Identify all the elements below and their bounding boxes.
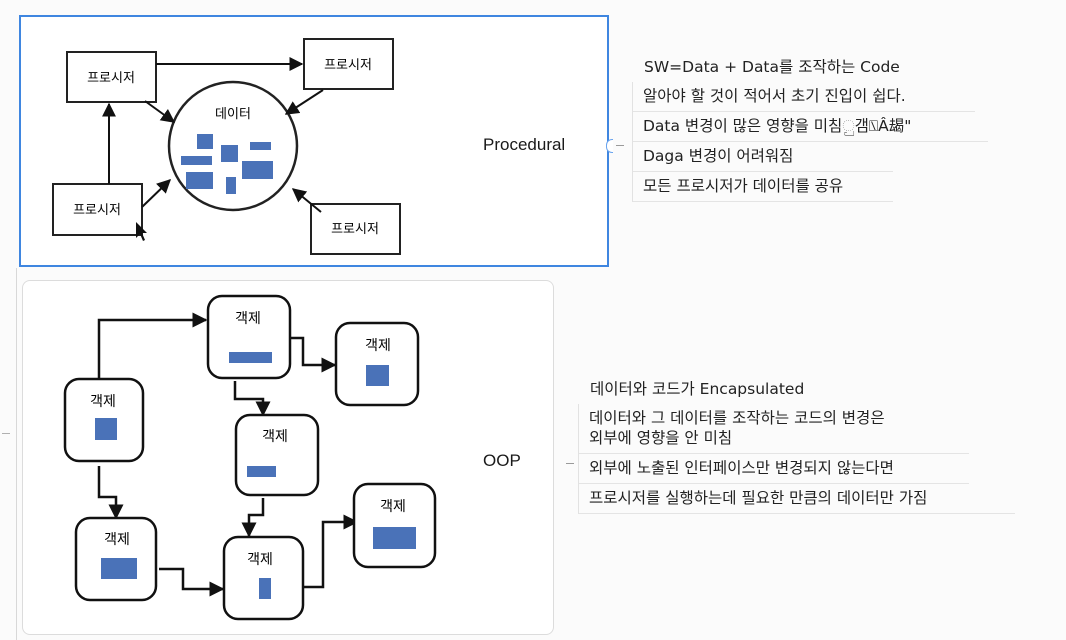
note-item[interactable]: 외부에 노출된 인터페이스만 변경되지 않는다면	[579, 454, 969, 484]
object-label: 객제	[90, 394, 116, 410]
topic-oop[interactable]: OOP	[483, 451, 521, 470]
object-box: 객제	[206, 294, 292, 380]
data-block	[250, 142, 271, 150]
arrow	[291, 188, 322, 213]
data-block	[366, 365, 389, 386]
procedure-label: 프로시저	[324, 58, 372, 73]
arrow	[241, 498, 265, 538]
object-label: 객제	[104, 532, 130, 548]
object-label: 객제	[247, 552, 273, 568]
object-label: 객제	[235, 311, 261, 327]
arrow	[233, 381, 271, 417]
object-box: 객제	[352, 482, 437, 569]
data-block	[226, 177, 236, 194]
note-header[interactable]: SW=Data + Data를 조작하는 Code	[644, 58, 900, 76]
data-block	[95, 418, 117, 440]
procedure-box: 프로시저	[303, 38, 394, 90]
oop-diagram-image[interactable]: 객제 객제 객제 객제 객제 객제 객제	[22, 280, 554, 635]
procedure-label: 프로시저	[331, 222, 379, 237]
procedure-box: 프로시저	[310, 203, 401, 255]
data-block	[247, 466, 276, 477]
data-block	[181, 156, 212, 165]
connector-line	[566, 463, 574, 464]
procedural-diagram: 데이터 프로시저 프로시저 프로시저 프로시저	[52, 38, 401, 255]
note-item[interactable]: Daga 변경이 어려워짐	[633, 142, 893, 172]
topic-procedural[interactable]: Procedural	[483, 135, 566, 154]
note-item[interactable]: 알아야 할 것이 적어서 초기 진입이 쉽다.	[633, 82, 975, 112]
collapse-handle[interactable]	[606, 139, 613, 153]
outline-branch-tick	[2, 433, 10, 434]
arrow	[97, 312, 208, 379]
object-box: 객제	[222, 535, 305, 621]
procedural-notes: SW=Data + Data를 조작하는 Code 알아야 할 것이 적어서 초…	[632, 53, 988, 202]
object-box: 객제	[63, 377, 145, 463]
object-label: 객제	[380, 499, 406, 515]
oop-diagram: 객제 객제 객제 객제 객제 객제 객제	[63, 294, 437, 621]
data-block	[259, 578, 271, 599]
note-item[interactable]: 프로시저를 실행하는데 필요한 만큼의 데이터만 가짐	[579, 484, 1015, 514]
object-label: 객제	[262, 429, 288, 445]
arrow	[159, 567, 225, 597]
data-blocks	[181, 134, 273, 194]
note-items: 알아야 할 것이 적어서 초기 진입이 쉽다. Data 변경이 많은 영향을 …	[632, 82, 988, 202]
data-block	[229, 352, 272, 363]
data-block	[197, 134, 213, 149]
procedural-diagram-image[interactable]: 데이터 프로시저 프로시저 프로시저 프로시저	[19, 15, 609, 267]
data-circle-label: 데이터	[215, 107, 251, 122]
note-item[interactable]: 데이터와 그 데이터를 조작하는 코드의 변경은 외부에 영향을 안 미침	[579, 404, 969, 454]
arrow	[144, 100, 176, 123]
oop-notes: 데이터와 코드가 Encapsulated 데이터와 그 데이터를 조작하는 코…	[578, 375, 1015, 514]
procedure-box: 프로시저	[66, 51, 157, 103]
arrow	[97, 466, 124, 520]
connector-line	[616, 145, 624, 146]
note-item[interactable]: Data 변경이 많은 영향을 미침ු갬⍂Â朅"	[633, 112, 988, 142]
arrow	[141, 179, 172, 208]
note-item[interactable]: 모든 프로시저가 데이터를 공유	[633, 172, 893, 202]
object-box: 객제	[234, 413, 320, 497]
arrow	[284, 89, 324, 115]
arrow	[290, 514, 359, 589]
procedure-label: 프로시저	[87, 71, 135, 86]
outline-guide-line	[16, 268, 17, 640]
note-header[interactable]: 데이터와 코드가 Encapsulated	[590, 380, 805, 398]
object-box: 객제	[334, 321, 420, 407]
procedure-box: 프로시저	[52, 183, 143, 236]
note-items: 데이터와 그 데이터를 조작하는 코드의 변경은 외부에 영향을 안 미침 외부…	[578, 404, 1015, 514]
procedure-label: 프로시저	[73, 203, 121, 218]
object-box: 객제	[74, 516, 158, 602]
object-label: 객제	[365, 338, 391, 354]
data-block	[186, 172, 213, 189]
data-block	[373, 527, 416, 549]
data-block	[101, 558, 137, 579]
mouse-cursor-icon	[136, 222, 147, 241]
procedural-arrows	[102, 57, 324, 213]
data-block	[242, 161, 273, 179]
data-block	[221, 145, 238, 162]
